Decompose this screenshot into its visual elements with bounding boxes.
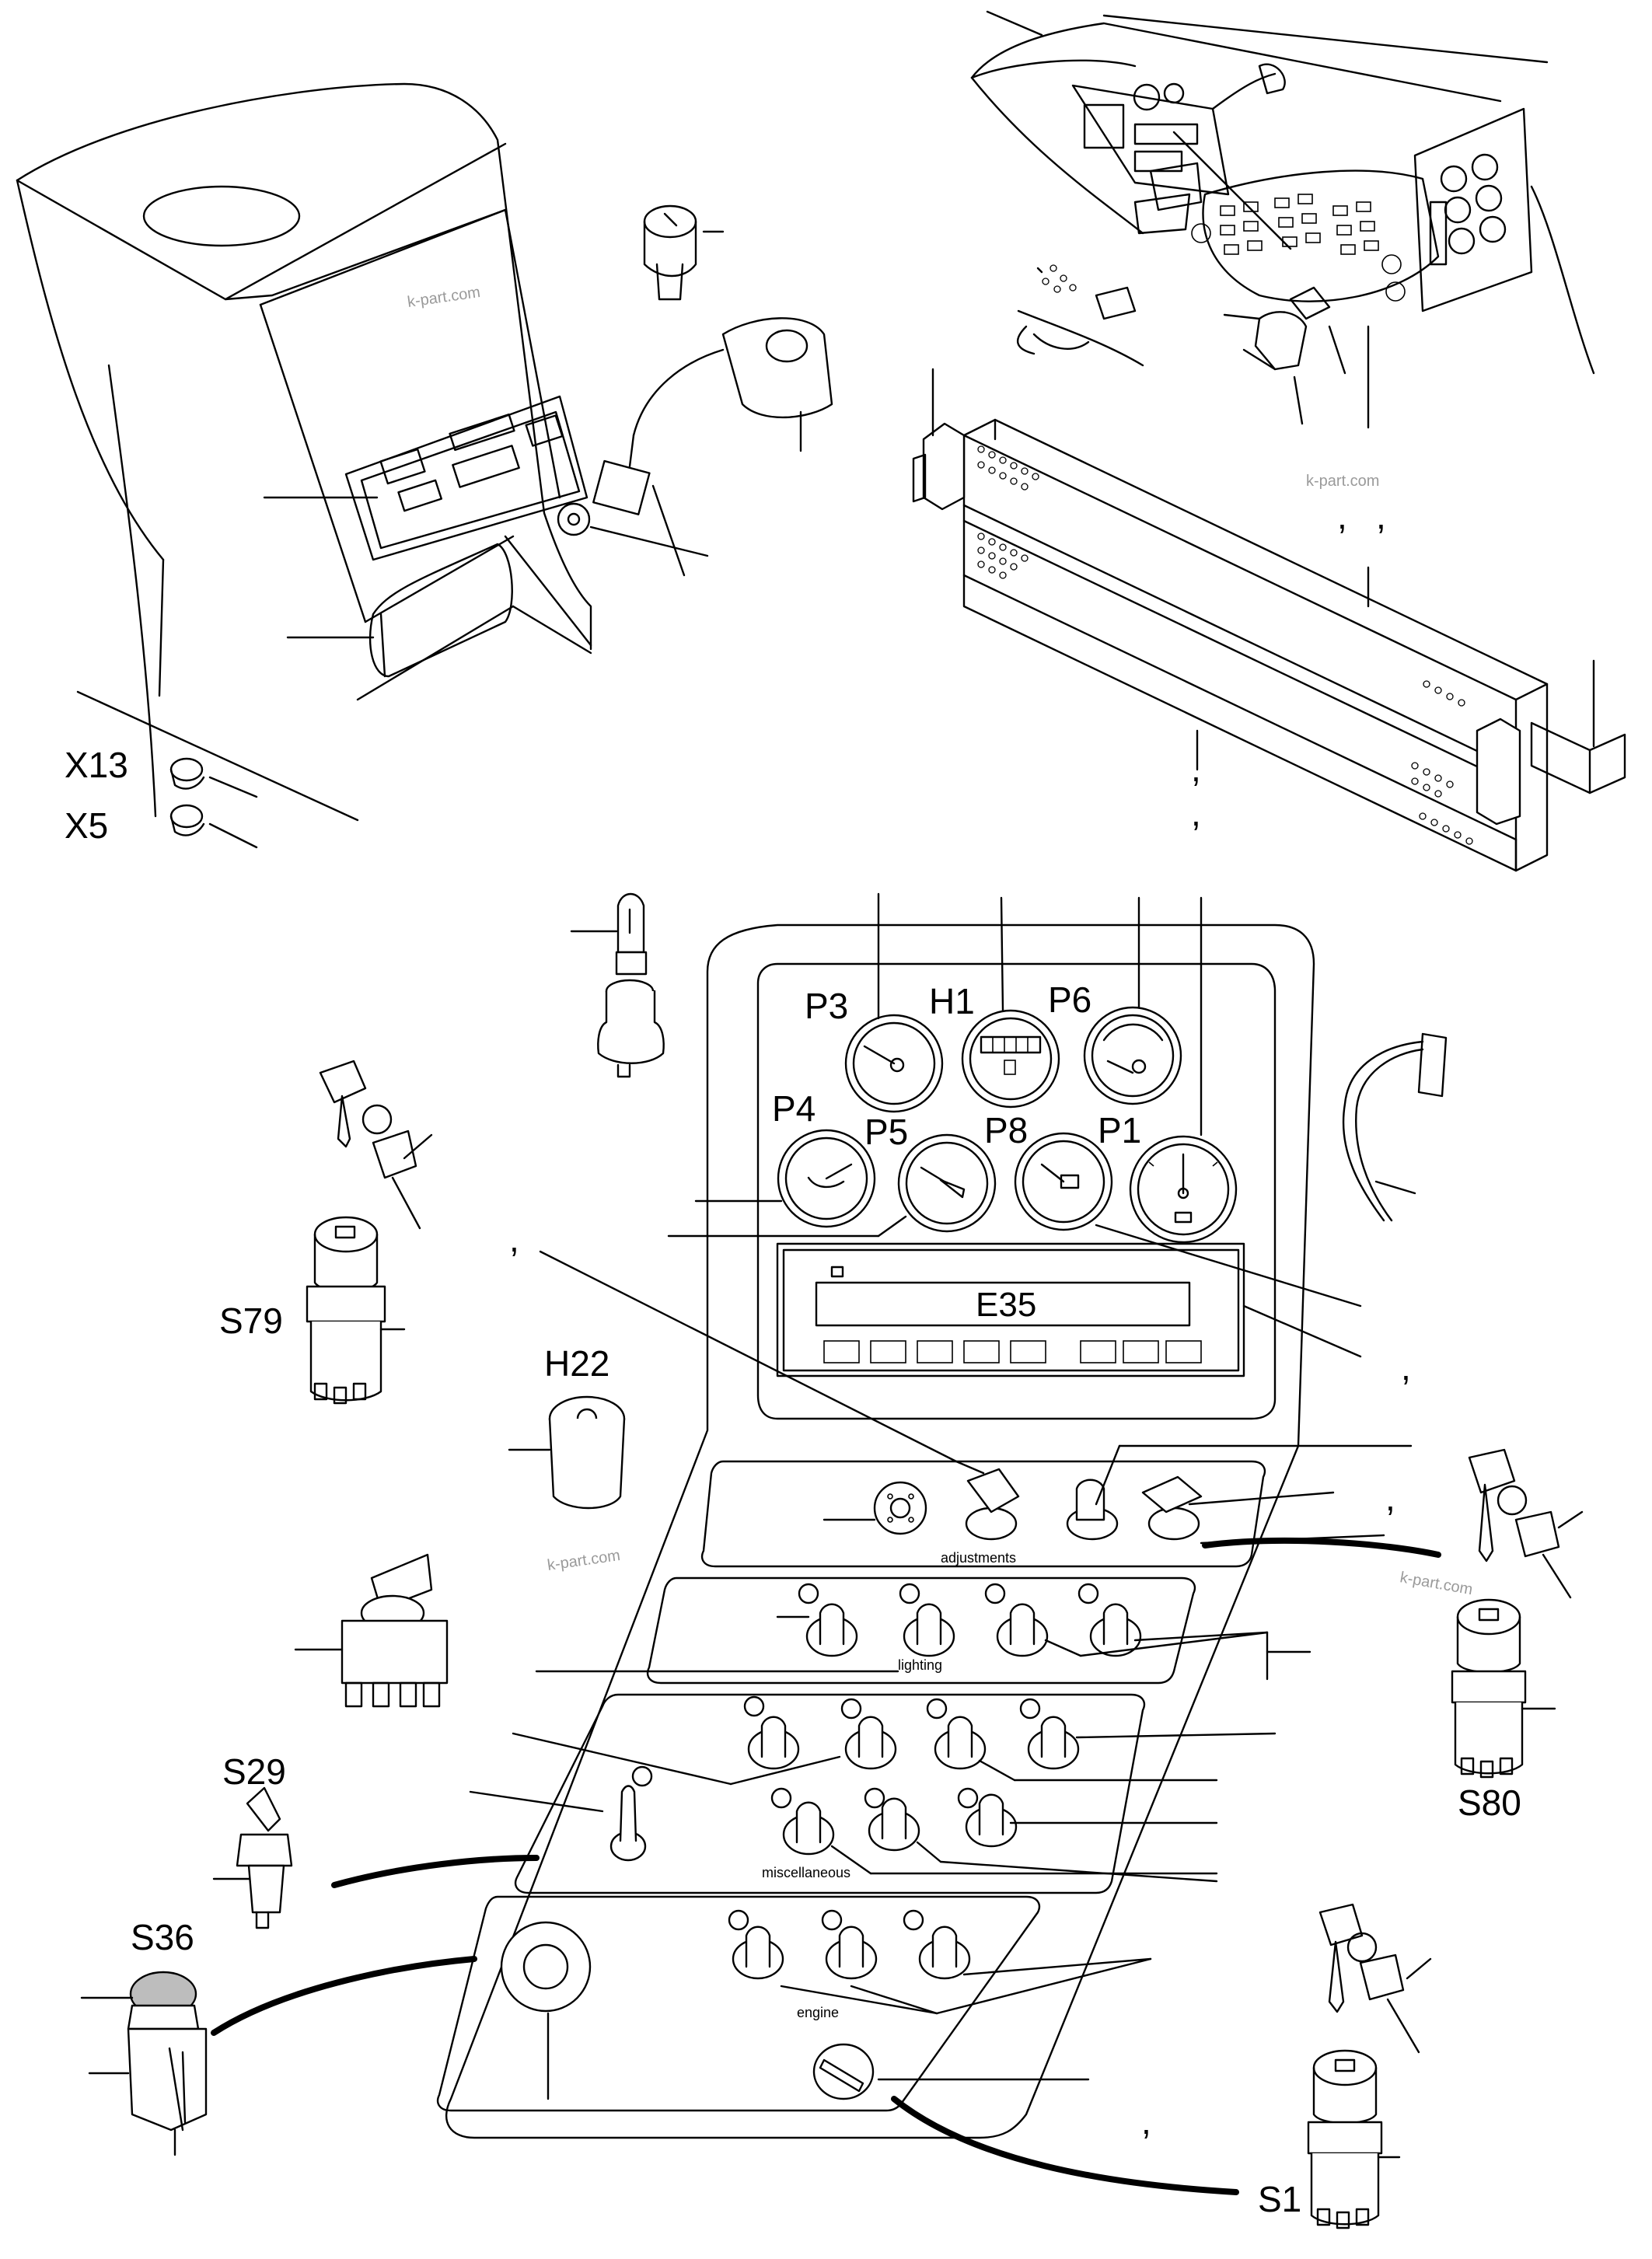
gauge-leaders bbox=[667, 892, 1362, 1358]
buzzer-h22 bbox=[508, 1395, 626, 1510]
label-p8: P8 bbox=[984, 1110, 1028, 1150]
cable-s29 bbox=[331, 1855, 540, 1888]
label-p5: P5 bbox=[864, 1112, 908, 1152]
keys-s79 bbox=[319, 1060, 433, 1230]
section-lighting bbox=[646, 1576, 1196, 1685]
watermark-1: k-part.com bbox=[407, 284, 482, 311]
section-adjustments bbox=[700, 1460, 1266, 1568]
label-p1: P1 bbox=[1098, 1110, 1141, 1150]
watermark-4: k-part.com bbox=[1399, 1569, 1474, 1598]
label-e35: E35 bbox=[976, 1286, 1036, 1324]
gauge-p1 bbox=[1129, 1135, 1238, 1244]
gauge-p4 bbox=[777, 1129, 876, 1228]
cigarette-lighter bbox=[643, 204, 725, 301]
emergency-stop-s36 bbox=[80, 1971, 208, 2156]
label-h1: H1 bbox=[929, 981, 975, 1021]
label-h22: H22 bbox=[544, 1343, 609, 1384]
comma-4: , bbox=[1191, 793, 1201, 833]
label-p6: P6 bbox=[1048, 979, 1091, 1020]
label-x5: X5 bbox=[65, 805, 108, 846]
bulb-socket bbox=[557, 502, 709, 557]
comma-7: , bbox=[1385, 1478, 1395, 1518]
display-e35 bbox=[776, 1242, 1245, 1377]
comma-3: , bbox=[1191, 749, 1201, 789]
console-housing bbox=[16, 82, 592, 822]
cab-overview bbox=[970, 10, 1595, 429]
section-label-lighting: lighting bbox=[898, 1657, 942, 1673]
gauge-h1 bbox=[961, 1009, 1060, 1109]
section-label-engine: engine bbox=[797, 2005, 839, 2020]
comma-5: , bbox=[509, 1219, 519, 1259]
connector-x13 bbox=[169, 757, 258, 798]
dashboard-panel bbox=[445, 924, 1315, 2139]
gauge-p8 bbox=[1014, 1132, 1113, 1231]
label-s29: S29 bbox=[222, 1751, 286, 1792]
lamp-socket bbox=[597, 979, 665, 1078]
label-x13: X13 bbox=[65, 745, 128, 785]
gauge-p5 bbox=[897, 1133, 997, 1233]
keys-s80 bbox=[1468, 1448, 1584, 1599]
gauge-p3 bbox=[844, 1014, 944, 1113]
label-s36: S36 bbox=[131, 1917, 194, 1957]
keyswitch-s1 bbox=[1307, 2049, 1401, 2229]
label-p4: P4 bbox=[772, 1088, 816, 1129]
watermark-3: k-part.com bbox=[547, 1547, 622, 1574]
comma-1: , bbox=[1337, 496, 1347, 536]
label-s80: S80 bbox=[1458, 1782, 1521, 1823]
label-s79: S79 bbox=[219, 1301, 283, 1341]
cable-s80 bbox=[1202, 1538, 1441, 1558]
hand-lamp bbox=[592, 317, 833, 577]
label-p3: P3 bbox=[805, 986, 848, 1026]
cable-s1 bbox=[891, 2096, 1239, 2195]
bulb-ba9s bbox=[570, 892, 648, 976]
toggle-s29 bbox=[212, 1786, 293, 1929]
keys-s1 bbox=[1318, 1903, 1432, 2054]
section-label-miscellaneous: miscellaneous bbox=[762, 1865, 850, 1880]
comma-6: , bbox=[1401, 1347, 1411, 1388]
section-label-adjustments: adjustments bbox=[941, 1550, 1016, 1566]
comma-8: , bbox=[1141, 2101, 1151, 2142]
section-engine bbox=[436, 1895, 1041, 2112]
label-s1: S1 bbox=[1258, 2179, 1301, 2219]
section-miscellaneous bbox=[514, 1693, 1146, 1894]
comma-2: , bbox=[1376, 496, 1386, 536]
connector-x5 bbox=[169, 804, 258, 849]
switch-s80 bbox=[1451, 1598, 1556, 1779]
cable-s36 bbox=[211, 1956, 477, 2036]
watermark-2: k-part.com bbox=[1306, 473, 1379, 490]
rotary-switch bbox=[294, 1553, 449, 1708]
gauge-p6 bbox=[1083, 1006, 1182, 1105]
cable-harness bbox=[1342, 1032, 1448, 1222]
terminal-rail bbox=[912, 368, 1626, 872]
switch-s79 bbox=[306, 1216, 406, 1405]
